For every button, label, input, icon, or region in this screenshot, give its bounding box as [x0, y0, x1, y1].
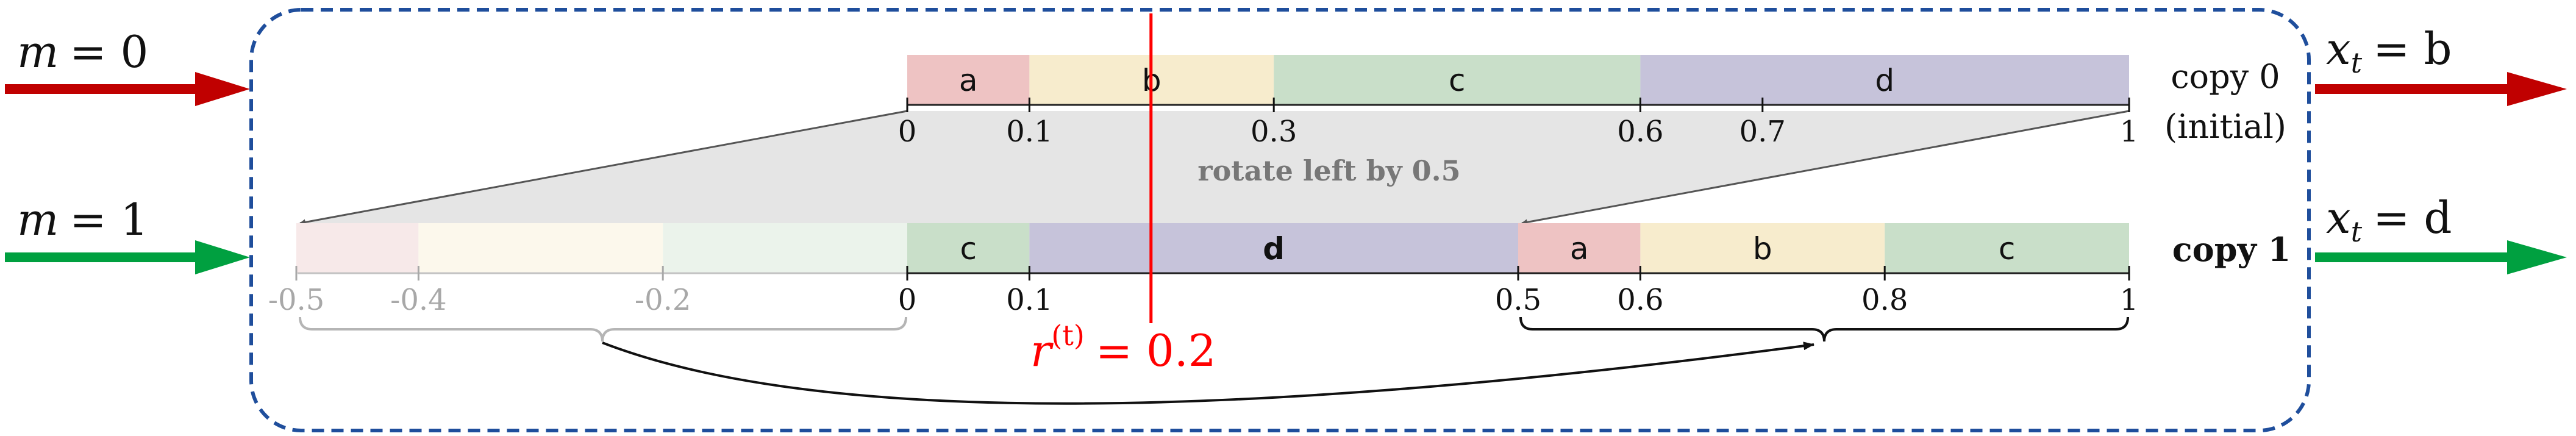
- segment-label-c: c: [1999, 231, 2016, 266]
- tick-label: 0: [898, 283, 917, 317]
- output-copy1-arrow-head: [2507, 240, 2567, 274]
- segment-label-b: b: [1753, 231, 1772, 266]
- tick-label: 0: [898, 115, 917, 149]
- threshold-label: r(t)= 0.2: [1030, 319, 1216, 376]
- tick-label: -0.2: [635, 283, 691, 317]
- tick-label: 0.1: [1006, 283, 1052, 317]
- segment-a: [907, 55, 1030, 105]
- input-m1-equation: m= 1: [17, 194, 148, 245]
- faded-range-brace: [299, 316, 907, 342]
- output-copy0: xt= b: [2315, 23, 2567, 106]
- wrapped-range-brace: [1519, 316, 2129, 342]
- segment-label-d: d: [1263, 231, 1285, 266]
- tick-label: 0.7: [1739, 115, 1786, 149]
- output-copy0-equation: xt= b: [2326, 23, 2452, 79]
- tick-label: -0.5: [268, 283, 325, 317]
- tick-label: 0.6: [1617, 115, 1663, 149]
- model-boundary-frame: [249, 8, 2311, 432]
- faded-segment-2: [663, 223, 907, 273]
- copy0-label: copy 0: [2171, 57, 2280, 96]
- segment-d: [1029, 223, 1518, 273]
- copy1-ticks: -0.5 -0.4 -0.2 0 0.1 0.5 0.6 0.8 1: [268, 266, 2139, 317]
- segment-label-a: a: [959, 63, 978, 98]
- segment-label-c: c: [960, 231, 977, 266]
- tick-label: 0.5: [1495, 283, 1541, 317]
- copy0-ticks: 0 0.1 0.3 0.6 0.7 1: [898, 98, 2139, 149]
- output-copy1-equation: xt= d: [2326, 192, 2452, 248]
- copy0-label-initial: (initial): [2164, 107, 2286, 146]
- segment-label-c: c: [1449, 63, 1466, 98]
- segment-c: [907, 223, 1030, 273]
- input-m0-equation: m= 0: [17, 26, 148, 77]
- copy1-faded-bar: [296, 223, 907, 273]
- tick-label: 1: [2120, 115, 2139, 149]
- input-m1-arrow-head: [195, 240, 250, 274]
- segment-label-a: a: [1570, 231, 1589, 266]
- remap-arrow: [602, 341, 1814, 405]
- segment-b: [1640, 223, 1885, 273]
- output-copy1: xt= d: [2315, 192, 2567, 274]
- segment-label-d: d: [1875, 63, 1894, 98]
- copy0-bar: abcd: [907, 55, 2129, 105]
- segment-c: [1274, 55, 1641, 105]
- input-m0-arrow-head: [195, 72, 250, 106]
- output-copy0-arrow-head: [2507, 72, 2567, 106]
- tick-label: 1: [2120, 283, 2139, 317]
- input-m1: m= 1: [5, 194, 250, 274]
- faded-segment-0: [296, 223, 419, 273]
- tick-label: -0.4: [390, 283, 447, 317]
- tick-label: 0.1: [1006, 115, 1052, 149]
- segment-d: [1640, 55, 2129, 105]
- tick-label: 0.6: [1617, 283, 1663, 317]
- tick-label: 0.3: [1251, 115, 1297, 149]
- input-m0: m= 0: [5, 26, 250, 106]
- rotate-label: rotate left by 0.5: [1197, 154, 1460, 187]
- segment-a: [1518, 223, 1641, 273]
- segment-c: [1885, 223, 2129, 273]
- rotation-arrow-right: [1521, 110, 2130, 226]
- copy1-label: copy 1: [2172, 230, 2291, 269]
- tick-label: 0.8: [1861, 283, 1908, 317]
- faded-segment-1: [418, 223, 663, 273]
- rotation-arrow-left: [299, 110, 908, 226]
